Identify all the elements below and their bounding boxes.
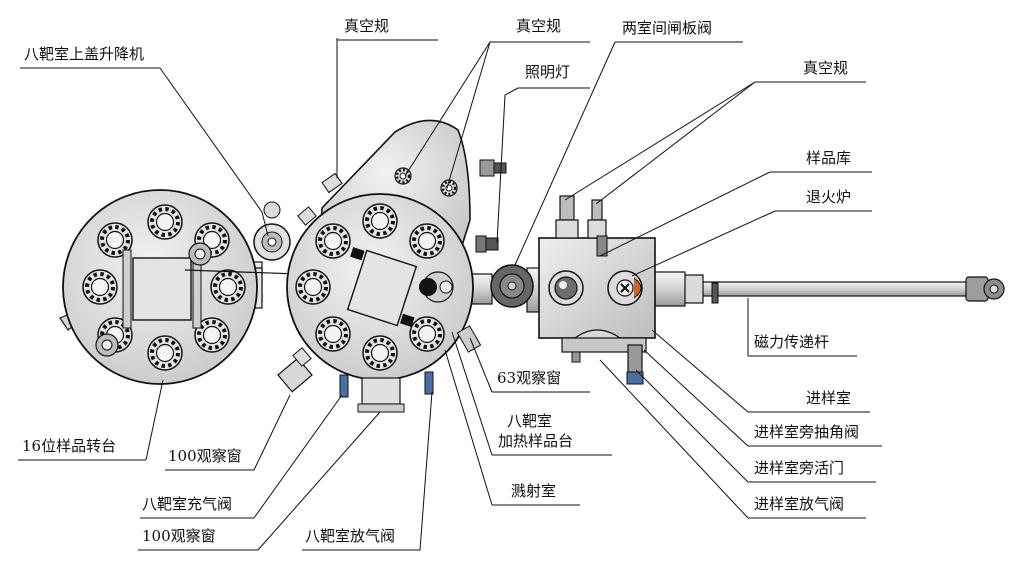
label-window-63: 63观察窗 (497, 369, 561, 387)
label-gas-fill-valve: 八靶室充气阀 (142, 495, 232, 513)
leader-lines (145, 38, 776, 551)
lamp (475, 235, 499, 253)
lid-lift (253, 201, 291, 261)
label-heater-line2: 加热样品台 (498, 432, 573, 450)
equipment-drawing (59, 119, 1005, 413)
label-lamp: 照明灯 (525, 63, 570, 81)
sputter-chamber (277, 119, 507, 413)
label-magnetic-rod: 磁力传递杆 (754, 333, 829, 351)
label-heater-line1: 八靶室 (507, 412, 552, 430)
label-loadlock: 进样室 (806, 389, 851, 407)
label-lid-lift: 八靶室上盖升降机 (24, 45, 144, 63)
label-underlines (18, 39, 882, 551)
labels: 真空规 真空规 两室间闸板阀 真空规 八靶室上盖升降机 照明灯 样品库 退火炉 … (22, 17, 859, 545)
label-anneal-furnace: 退火炉 (806, 188, 851, 206)
label-ll-vent-valve: 进样室放气阀 (754, 495, 844, 513)
label-turntable: 16位样品转台 (22, 437, 116, 455)
loadlock-chamber (526, 195, 686, 385)
label-window-100a: 100观察窗 (168, 447, 242, 465)
label-window-100b: 100观察窗 (142, 527, 216, 545)
label-vacuum-gauge-1: 真空规 (344, 17, 389, 35)
sample-turntable (59, 189, 355, 385)
label-vacuum-gauge-2: 真空规 (516, 17, 561, 35)
label-vacuum-gauge-3: 真空规 (803, 59, 848, 77)
label-vent-valve: 八靶室放气阀 (305, 527, 395, 545)
label-ll-door: 进样室旁活门 (754, 459, 844, 477)
label-sample-store: 样品库 (806, 149, 851, 167)
label-sputter-chamber: 溅射室 (511, 482, 556, 500)
magnetic-transfer-rod (682, 274, 1005, 304)
label-ll-angle-valve: 进样室旁抽角阀 (754, 423, 859, 441)
label-gate-valve: 两室间闸板阀 (622, 19, 712, 37)
gate-valve (471, 264, 534, 308)
